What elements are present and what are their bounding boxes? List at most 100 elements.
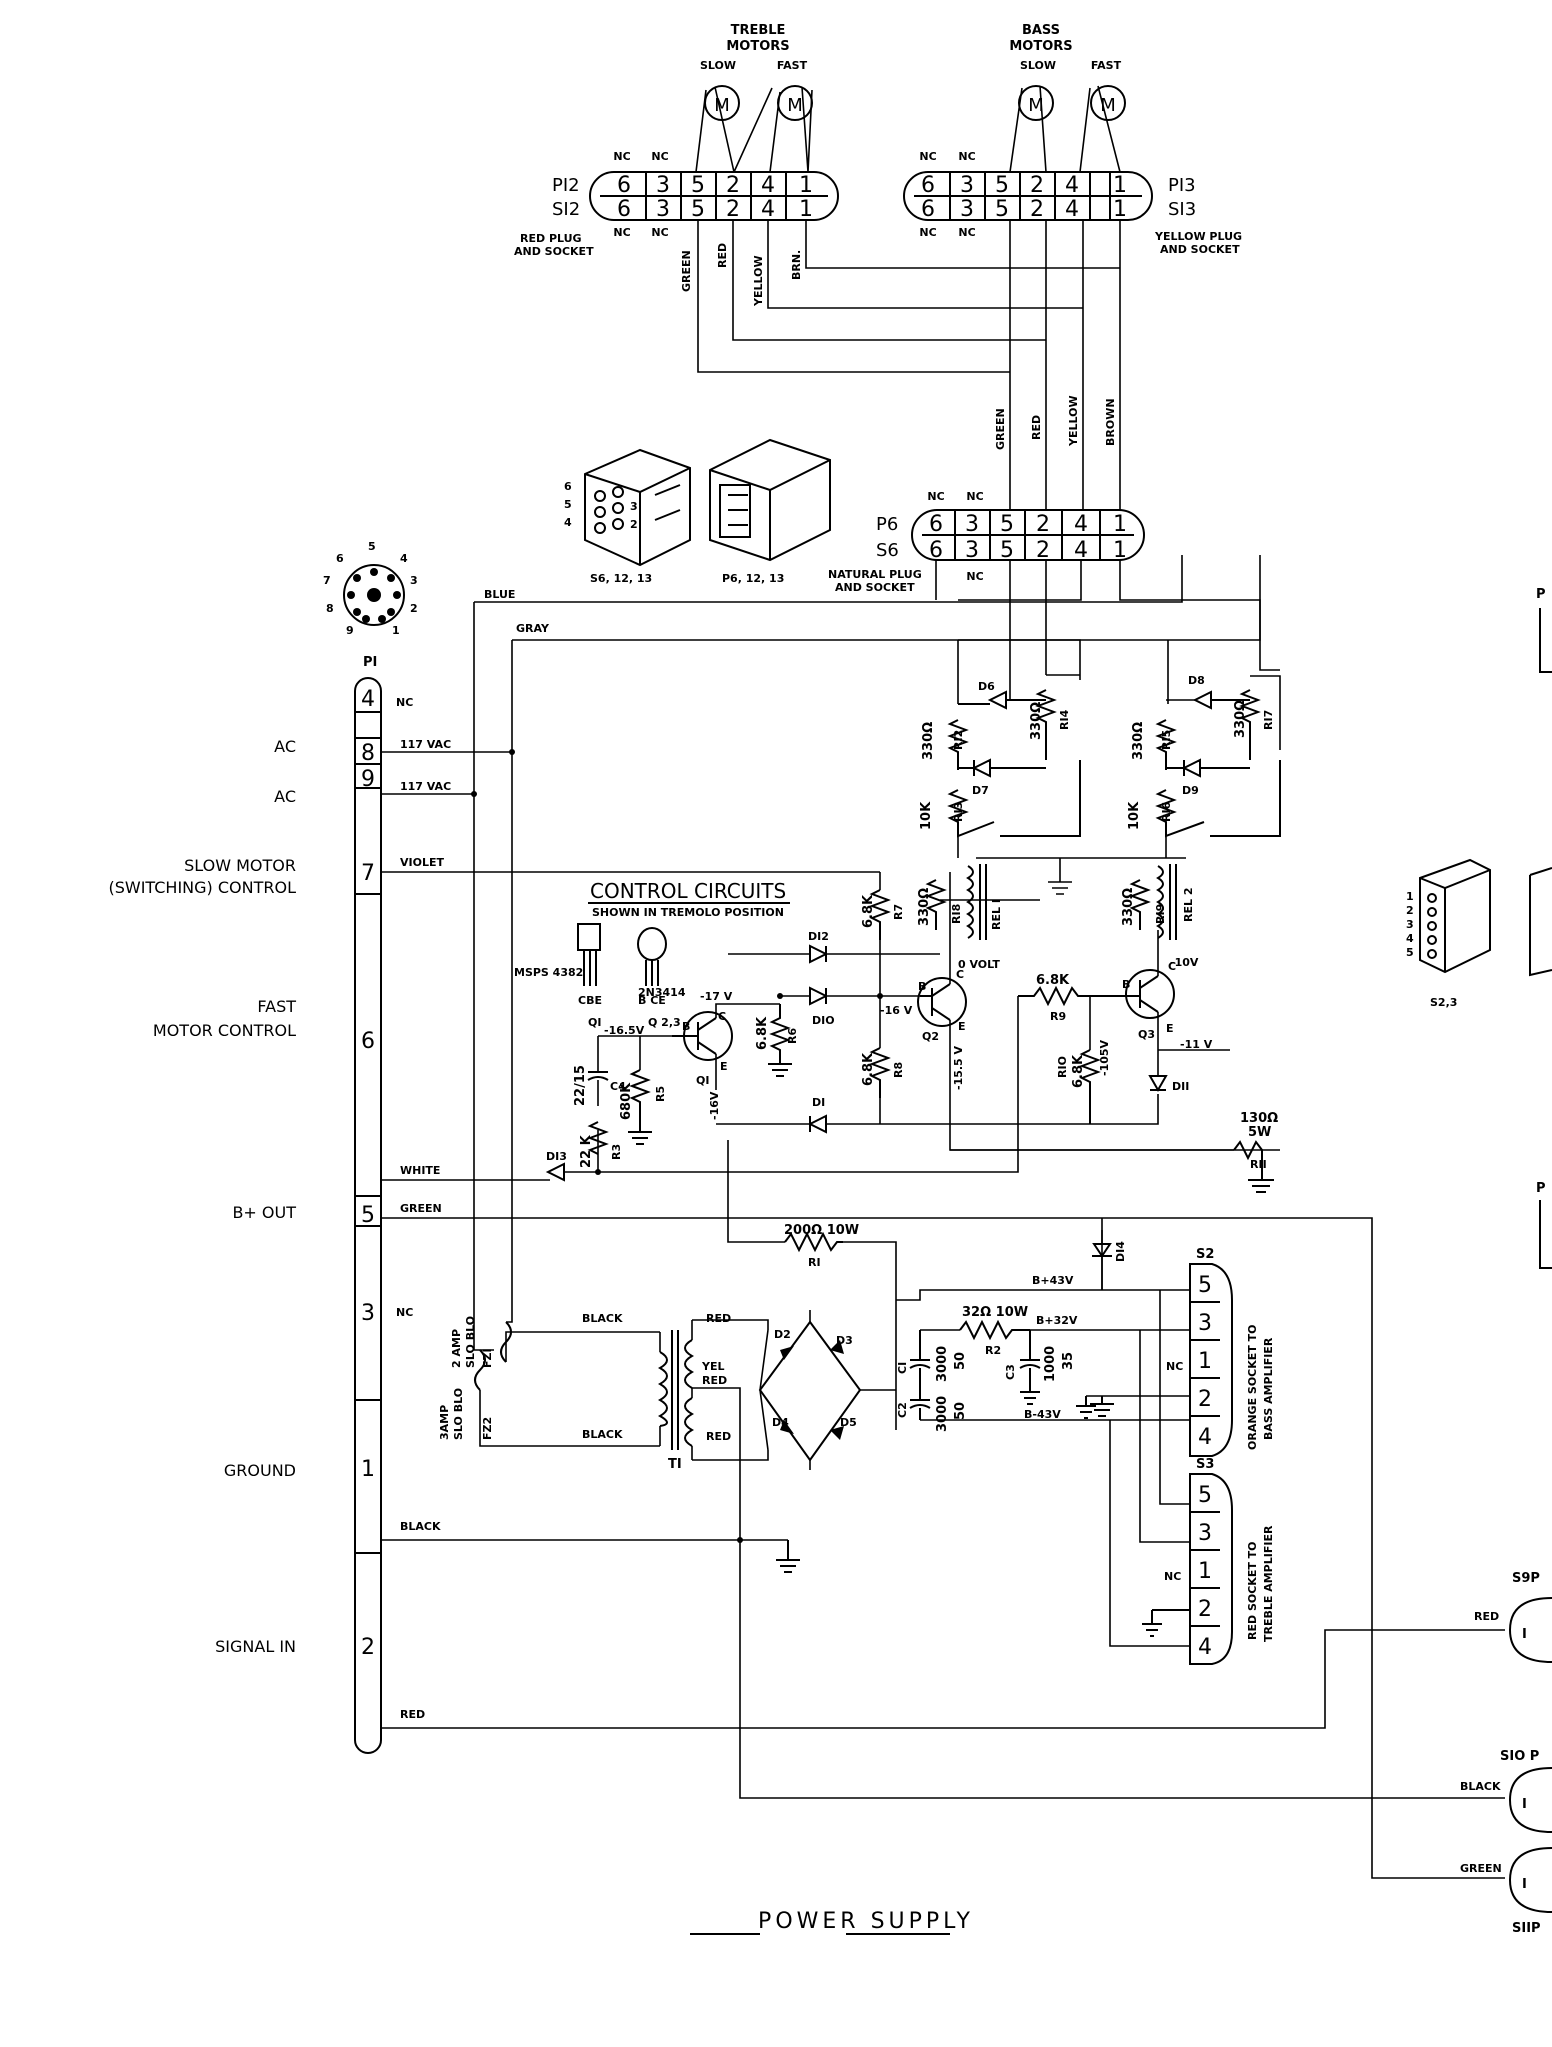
- p1-pin: 3: [361, 1301, 375, 1326]
- r11-value: 130Ω: [1240, 1111, 1278, 1126]
- treble-title-1: TREBLE: [731, 23, 786, 38]
- bass-fast-motor: [1090, 85, 1126, 121]
- s3-note-1: RED SOCKET TO: [1246, 1541, 1259, 1640]
- p6-to-relay-wires: [935, 560, 1261, 640]
- wire-red-label: RED: [716, 243, 729, 268]
- rail-bm43: B-43V: [1024, 1408, 1061, 1421]
- s3-pin: 4: [1198, 1635, 1212, 1660]
- s6-caption: S6, 12, 13: [590, 572, 652, 585]
- r10-value: 6.8K: [1071, 1054, 1086, 1088]
- p12-pin: 5: [691, 173, 705, 198]
- s13-pin: 6: [921, 197, 935, 222]
- p12-nc-1: NC: [613, 150, 630, 163]
- s13-pin: 2: [1030, 197, 1044, 222]
- c1-ref: CI: [896, 1362, 909, 1374]
- svg-text:C: C: [718, 1010, 726, 1023]
- treble-fast-label: FAST: [777, 59, 808, 72]
- s2-pin: 4: [1198, 1425, 1212, 1450]
- s10-pin: I: [1522, 1797, 1527, 1812]
- p13-pin: 2: [1030, 173, 1044, 198]
- s10-label: SIO P: [1500, 1749, 1539, 1764]
- c4-ref: C4: [610, 1080, 626, 1093]
- bass-slow-motor-m: M: [1028, 95, 1044, 116]
- p1-wires: 117 VAC 117 VAC VIOLET BLUE GRAY WHITE G…: [381, 555, 1505, 1879]
- label-ac-2: AC: [274, 787, 296, 806]
- octal-pin: 7: [323, 574, 331, 587]
- p13-label: PI3: [1168, 175, 1196, 196]
- v-neg17: -17 V: [700, 990, 733, 1003]
- d14-label: DI4: [1114, 1241, 1127, 1262]
- p13-pin: 6: [921, 173, 935, 198]
- r8-value: 6.8K: [861, 1052, 876, 1086]
- wire-black-p1: BLACK: [400, 1520, 441, 1533]
- s3-note-2: TREBLE AMPLIFIER: [1262, 1525, 1275, 1642]
- p6-caption: P6, 12, 13: [722, 572, 784, 585]
- t1-label: TI: [668, 1457, 682, 1472]
- label-switching-control: (SWITCHING) CONTROL: [108, 878, 296, 897]
- s13-pin: 4: [1065, 197, 1079, 222]
- s12-nc-2: NC: [651, 226, 668, 239]
- d13-label: DI3: [546, 1150, 567, 1163]
- q2-label: Q2: [922, 1030, 939, 1043]
- p12-nc-2: NC: [651, 150, 668, 163]
- s13-pin: 3: [960, 197, 974, 222]
- r1-ref: RI: [808, 1256, 821, 1269]
- r7-value: 6.8K: [861, 894, 876, 928]
- p13-note-2: AND SOCKET: [1160, 243, 1240, 256]
- r8-ref: R8: [892, 1062, 905, 1078]
- wire-blue: BLUE: [484, 588, 515, 601]
- s6-pinout: 2: [630, 518, 638, 531]
- s2-pin: 5: [1198, 1273, 1212, 1298]
- rel2-label: REL 2: [1182, 888, 1195, 922]
- p1-label: PI: [363, 655, 377, 670]
- r15-ref: RI5: [1160, 730, 1173, 750]
- t1-red-2: RED: [706, 1430, 731, 1443]
- plug-p6-pictorial: P6, 12, 13: [709, 438, 831, 585]
- bass-motors: BASS MOTORS SLOW FAST M M: [1009, 23, 1126, 121]
- r6-ref: R6: [786, 1028, 799, 1044]
- r16-value: 10K: [1127, 801, 1142, 830]
- ground-symbol-s2: [1076, 1396, 1096, 1419]
- control-subtitle: SHOWN IN TREMOLO POSITION: [592, 906, 784, 919]
- t1-black-1: BLACK: [582, 1312, 623, 1325]
- c2-value: 3000: [935, 1396, 950, 1432]
- octal-pin: 5: [368, 540, 376, 553]
- r12-ref: RI2: [952, 730, 965, 750]
- wire-green-label-2: GREEN: [994, 408, 1007, 450]
- p13-body: [903, 171, 1153, 221]
- wire-gray: GRAY: [516, 622, 550, 635]
- svg-text:B: B: [682, 1020, 690, 1033]
- s2-pin: 2: [1198, 1387, 1212, 1412]
- v-neg15p5: -15.5 V: [952, 1045, 965, 1090]
- bass-title-2: MOTORS: [1009, 39, 1072, 54]
- fz2-type: SLO BLO: [452, 1388, 465, 1440]
- relay-2: REL 2 330Ω RI9: [1121, 864, 1195, 940]
- s9-label: S9P: [1512, 1571, 1540, 1586]
- v-neg16p5: -16.5V: [604, 1024, 645, 1037]
- rail-bp32: B+32V: [1036, 1314, 1078, 1327]
- r9-value: 6.8K: [1036, 973, 1070, 988]
- q1-pictorial-label: QI: [588, 1016, 601, 1029]
- p1-side-labels: AC AC SLOW MOTOR (SWITCHING) CONTROL FAS…: [108, 737, 296, 1656]
- p12-note-1: RED PLUG: [520, 232, 582, 245]
- d8-label: D8: [1188, 674, 1205, 687]
- plug-p13-s13: PI3 SI3 YELLOW PLUG AND SOCKET NC NC NC …: [903, 150, 1242, 256]
- c1-value: 3000: [935, 1346, 950, 1382]
- wire-117vac-2: 117 VAC: [400, 780, 451, 793]
- s6-pin: 1: [1113, 538, 1127, 563]
- v-neg16: -16V: [708, 1091, 721, 1120]
- p6-body: [911, 509, 1145, 561]
- s23-pinout: 5: [1406, 946, 1414, 959]
- fz1-rating: 2 AMP: [450, 1329, 463, 1368]
- p12-pin: 2: [726, 173, 740, 198]
- p13-pin: 5: [995, 173, 1009, 198]
- s3-pin: 5: [1198, 1483, 1212, 1508]
- v-neg105: -105V: [1098, 1039, 1111, 1076]
- treble-slow-motor-m: M: [714, 95, 730, 116]
- r6-value: 6.8K: [755, 1016, 770, 1050]
- s12-pin: 1: [799, 197, 813, 222]
- q3-label: Q3: [1138, 1028, 1155, 1041]
- d12-label: DI2: [808, 930, 829, 943]
- wire-117vac-1: 117 VAC: [400, 738, 451, 751]
- p1-pin: 1: [361, 1457, 375, 1482]
